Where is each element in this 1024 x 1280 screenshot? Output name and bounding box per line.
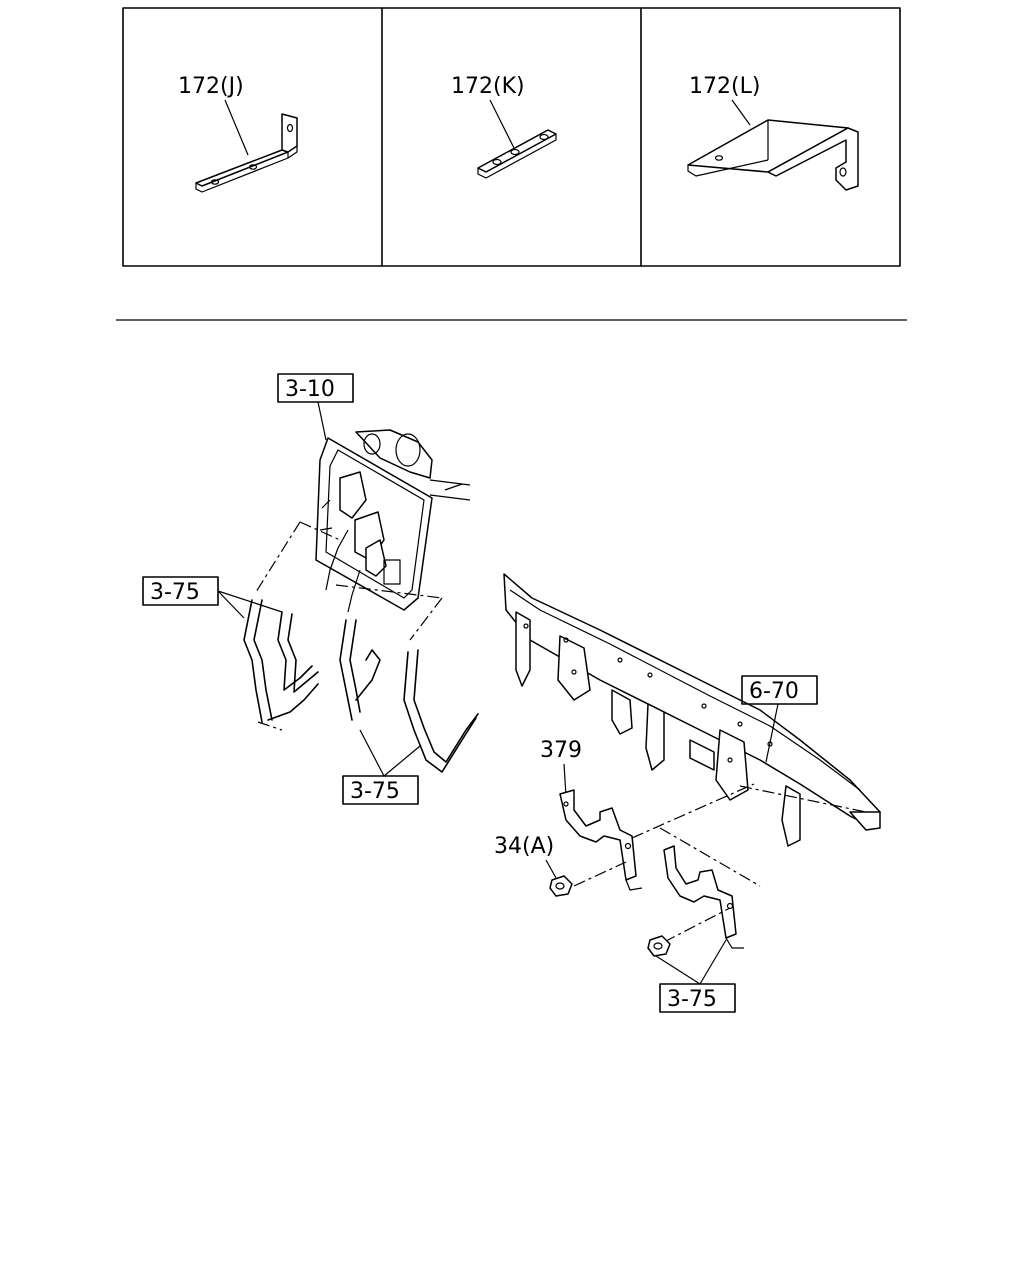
callout-box-6-70 (741, 675, 818, 705)
booster-body (355, 429, 433, 479)
panel-172l: 172(L) (687, 74, 859, 191)
cross-member: 6-70 (503, 573, 881, 847)
detail-panels: 172(J) 172(K) 172(L) (122, 7, 901, 267)
detail-panel-frame (122, 7, 901, 267)
panel-172k: 172(K) (451, 74, 557, 179)
bracket-k (477, 129, 557, 173)
callout-3-75-left: 3-75 (150, 580, 200, 605)
bracket-clamp (663, 845, 737, 939)
callout-172j: 172(J) (178, 74, 244, 99)
callout-box-3-10 (277, 373, 354, 403)
bracket-379 (559, 789, 637, 881)
callout-172k: 172(K) (451, 74, 525, 99)
bracket-379-group: 379 34(A) (494, 738, 761, 957)
callout-3-75-bottom: 3-75 (350, 779, 400, 804)
callout-6-70: 6-70 (749, 679, 799, 704)
callout-box-3-75-bottom (342, 775, 419, 805)
callout-3-75-right: 3-75 (667, 987, 717, 1012)
pedal-assembly: 3-10 (277, 373, 471, 613)
callout-379: 379 (540, 738, 582, 763)
hose-clamps-left: 3-75 (142, 576, 479, 773)
master-cylinder-port (339, 471, 367, 519)
nut-34a (549, 875, 573, 897)
callout-3-10: 3-10 (285, 377, 335, 402)
callout-box-3-75-right (659, 983, 736, 1013)
callout-group-3-75-bottom: 3-75 (342, 729, 421, 805)
panel-172j: 172(J) (178, 74, 298, 193)
clamp-nut (647, 935, 671, 957)
mounting-plate (557, 635, 591, 701)
alignment-lines-left (255, 521, 443, 731)
bracket-j (195, 149, 289, 187)
callout-172l: 172(L) (689, 74, 760, 99)
frame-beam (503, 573, 881, 827)
callout-34a: 34(A) (494, 834, 554, 859)
callout-group-3-75-right: 3-75 (655, 939, 736, 1013)
